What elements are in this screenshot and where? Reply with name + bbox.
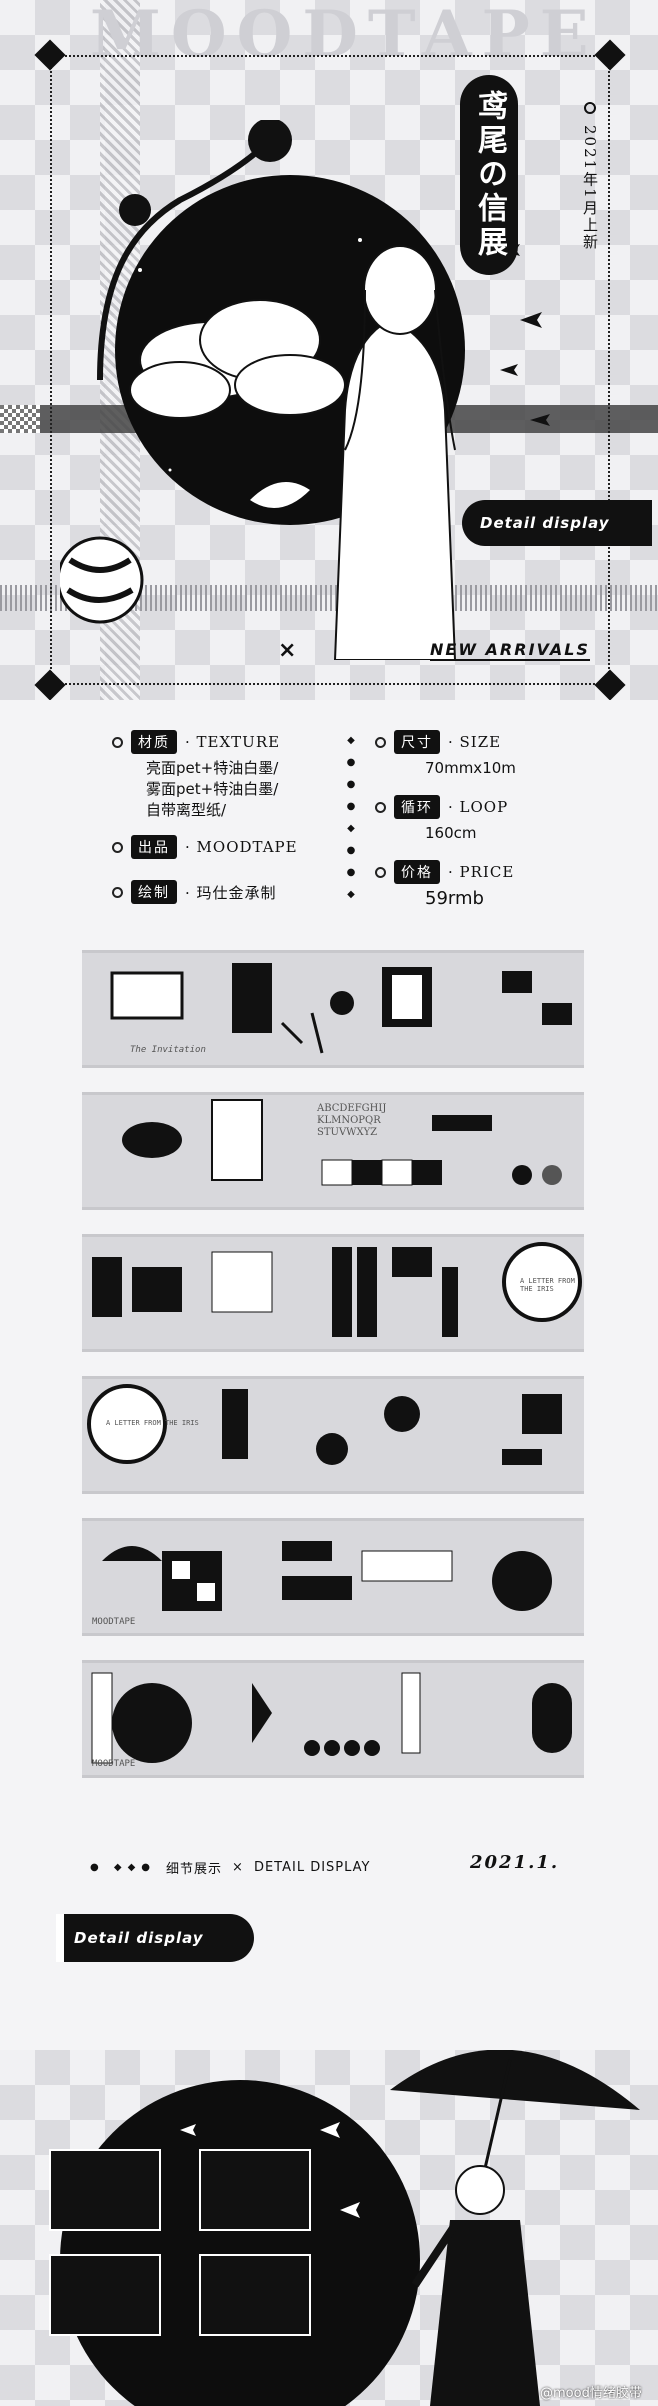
spec-en: · 玛仕金承制 xyxy=(185,883,277,902)
release-date: 2021年1月上新 xyxy=(581,125,599,251)
tape-pattern xyxy=(91,1672,572,1764)
tape-strip-2: ABCDEFGHIJ KLMNOPQR STUVWXYZ xyxy=(82,1092,584,1210)
checker-patch xyxy=(0,405,40,433)
tape-caption: MOODTAPE xyxy=(92,1759,136,1769)
spec-value: 59rmb xyxy=(425,888,484,909)
new-arrivals-label: NEW ARRIVALS xyxy=(430,640,590,661)
bullet-ring-icon xyxy=(375,866,386,878)
x-mark: × xyxy=(232,1860,244,1875)
spec-value: 160cm xyxy=(425,824,477,842)
spec-value: 70mmx10m xyxy=(425,759,516,777)
tape-strip-6: MOODTAPE xyxy=(82,1660,584,1778)
tape-caption: A LETTER FROM THE IRIS xyxy=(106,1419,199,1427)
hero-section: MOODTAPE 鸢尾の信展 2021年1月上 xyxy=(0,0,658,700)
spec-maker: 出品 · MOODTAPE xyxy=(112,835,342,859)
bullet-ring-icon xyxy=(375,801,386,813)
section-title-en: DETAIL DISPLAY xyxy=(253,1860,371,1875)
bullet-ring-icon xyxy=(112,841,123,853)
detail-display-button-2[interactable]: Detail display xyxy=(56,1914,254,1962)
spec-tag: 材质 xyxy=(131,730,177,754)
detail-display-button[interactable]: Detail display xyxy=(462,500,652,546)
bullet-ring-icon xyxy=(112,886,123,898)
detail-illustration xyxy=(49,2050,640,2406)
spec-artist: 绘制 · 玛仕金承制 xyxy=(112,880,342,904)
tape-caption: A LETTER FROM THE IRIS xyxy=(520,1277,575,1293)
watermark: @mood情绪胶带 xyxy=(540,2386,642,2401)
hero-illustration xyxy=(60,120,550,660)
spec-texture: 材质 · TEXTURE 亮面pet+特油白墨/ 雾面pet+特油白墨/ 自带离… xyxy=(112,730,342,821)
tape-strip-4: A LETTER FROM THE IRIS xyxy=(82,1376,584,1494)
brand-wordmark: MOODTAPE xyxy=(90,0,599,72)
tape-strip-5: MOODTAPE xyxy=(82,1518,584,1636)
dotted-frame xyxy=(50,55,610,685)
spec-tag: 价格 xyxy=(394,860,440,884)
tape-pattern xyxy=(87,1384,562,1465)
dot-divider: ◆●●●◆●●◆ xyxy=(346,735,356,900)
x-mark: × xyxy=(278,638,297,663)
spec-tag: 尺寸 xyxy=(394,730,440,754)
tape-caption: The Invitation xyxy=(130,1045,206,1055)
section-title-cn: 细节展示 xyxy=(166,1862,223,1877)
spec-en: · PRICE xyxy=(448,863,515,881)
dot-ornament: ● ◆◆● xyxy=(90,1862,157,1873)
spec-loop: 循环 · LOOP 160cm xyxy=(375,795,615,844)
bullet-ring-icon xyxy=(375,736,386,748)
spec-en: · SIZE xyxy=(448,733,502,751)
spec-tag: 绘制 xyxy=(131,880,177,904)
tape-strip-1: The Invitation xyxy=(82,950,584,1068)
tape-caption: ABCDEFGHIJ KLMNOPQR STUVWXYZ xyxy=(317,1103,387,1138)
detail-illustration-section xyxy=(0,2050,658,2406)
tape-pattern xyxy=(102,1541,552,1611)
detail-date: 2021.1. xyxy=(470,1852,560,1873)
spec-en: · LOOP xyxy=(448,798,509,816)
tape-pattern xyxy=(110,963,572,1054)
detail-display-heading: ● ◆◆● 细节展示 × DETAIL DISPLAY xyxy=(90,1858,371,1877)
specs-section: 材质 · TEXTURE 亮面pet+特油白墨/ 雾面pet+特油白墨/ 自带离… xyxy=(0,700,658,930)
spec-en: · MOODTAPE xyxy=(185,838,298,856)
spec-value: 亮面pet+特油白墨/ 雾面pet+特油白墨/ 自带离型纸/ xyxy=(146,759,279,819)
tape-strip-3: A LETTER FROM THE IRIS xyxy=(82,1234,584,1352)
spec-price: 价格 · PRICE 59rmb xyxy=(375,860,615,909)
date-ring-icon xyxy=(584,102,596,114)
tape-pattern xyxy=(122,1099,562,1186)
hero-title: 鸢尾の信展 xyxy=(460,75,518,275)
spec-en: · TEXTURE xyxy=(185,733,281,751)
tape-pattern xyxy=(92,1242,582,1337)
tape-caption: MOODTAPE xyxy=(92,1617,136,1627)
spec-tag: 出品 xyxy=(131,835,177,859)
spec-size: 尺寸 · SIZE 70mmx10m xyxy=(375,730,615,779)
spec-tag: 循环 xyxy=(394,795,440,819)
button-accent-bar xyxy=(56,1914,64,1962)
bullet-ring-icon xyxy=(112,736,123,748)
